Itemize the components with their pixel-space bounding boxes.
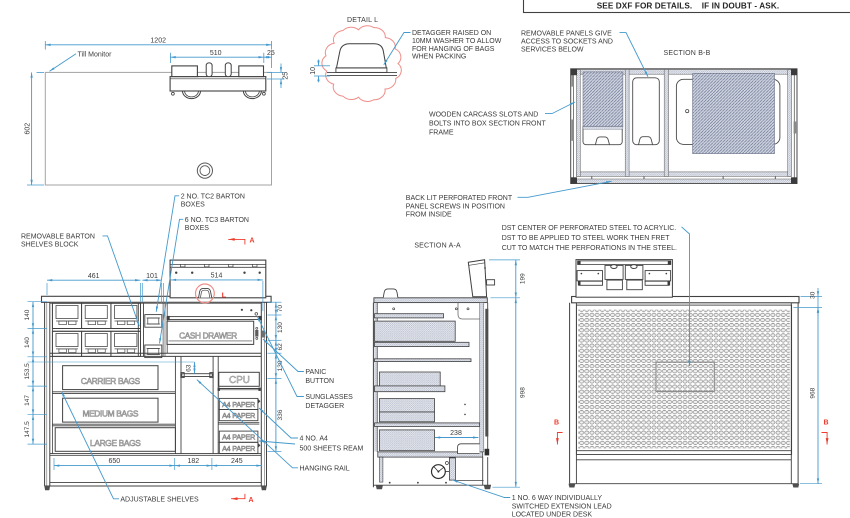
svg-text:245: 245 xyxy=(231,458,243,465)
svg-text:SEE DXF FOR DETAILS. IF IN: SEE DXF FOR DETAILS. IF IN DOUBT - ASK. xyxy=(597,2,780,11)
svg-text:BOXES: BOXES xyxy=(185,225,209,232)
svg-text:SECTION B-B: SECTION B-B xyxy=(664,50,711,57)
svg-text:PANIC: PANIC xyxy=(305,369,326,376)
svg-text:998: 998 xyxy=(520,387,527,398)
svg-text:4 NO. A4: 4 NO. A4 xyxy=(300,436,329,443)
svg-text:153.5: 153.5 xyxy=(24,363,31,380)
svg-text:101: 101 xyxy=(146,273,158,280)
svg-text:1202: 1202 xyxy=(150,38,166,45)
svg-text:510: 510 xyxy=(210,50,222,57)
svg-text:REMOVABLE PANELS GIVE: REMOVABLE PANELS GIVE xyxy=(521,30,612,37)
svg-text:DETAGGER RAISED ON: DETAGGER RAISED ON xyxy=(412,30,491,37)
svg-text:147.5: 147.5 xyxy=(24,421,31,438)
svg-text:SUNGLASSES: SUNGLASSES xyxy=(305,394,353,401)
svg-text:CASH DRAWER: CASH DRAWER xyxy=(179,332,237,341)
svg-text:Till Monitor: Till Monitor xyxy=(78,51,113,58)
svg-text:147: 147 xyxy=(24,395,31,406)
svg-text:DST TO BE APPLIED TO STEEL WOR: DST TO BE APPLIED TO STEEL WORK THEN FRE… xyxy=(502,235,671,242)
svg-text:199: 199 xyxy=(520,273,527,284)
svg-text:BUTTON: BUTTON xyxy=(305,378,334,385)
svg-text:B: B xyxy=(554,420,559,427)
svg-text:500 SHEETS REAM: 500 SHEETS REAM xyxy=(300,446,364,453)
svg-text:130: 130 xyxy=(277,360,284,371)
svg-text:CUT TO MATCH THE PERFORATIONS: CUT TO MATCH THE PERFORATIONS IN THE STE… xyxy=(502,245,677,252)
svg-text:461: 461 xyxy=(88,273,100,280)
svg-text:25: 25 xyxy=(267,50,275,57)
svg-text:10: 10 xyxy=(310,67,317,75)
svg-text:MEDIUM BAGS: MEDIUM BAGS xyxy=(82,409,138,419)
svg-text:968: 968 xyxy=(810,387,817,398)
svg-text:A: A xyxy=(249,497,254,504)
svg-text:130: 130 xyxy=(277,322,284,333)
svg-text:602: 602 xyxy=(24,123,31,135)
svg-text:514: 514 xyxy=(211,273,223,280)
svg-text:25: 25 xyxy=(283,72,290,80)
svg-text:FROM INSIDE: FROM INSIDE xyxy=(406,212,452,219)
svg-text:140: 140 xyxy=(24,337,31,348)
svg-text:SERVICES BELOW: SERVICES BELOW xyxy=(521,46,584,53)
svg-text:SECTION A-A: SECTION A-A xyxy=(414,243,461,250)
svg-text:A4 PAPER: A4 PAPER xyxy=(222,411,255,420)
svg-text:2 NO. TC2 BARTON: 2 NO. TC2 BARTON xyxy=(181,193,245,200)
svg-text:CPU: CPU xyxy=(229,375,250,386)
svg-text:70: 70 xyxy=(277,305,284,313)
svg-text:FOR HANGING OF BAGS: FOR HANGING OF BAGS xyxy=(412,46,495,53)
svg-text:62: 62 xyxy=(277,343,284,351)
svg-text:ACCESS TO SOCKETS AND: ACCESS TO SOCKETS AND xyxy=(521,38,613,45)
svg-text:A: A xyxy=(250,238,255,245)
svg-text:336: 336 xyxy=(277,409,284,420)
svg-text:238: 238 xyxy=(450,430,462,437)
svg-text:LARGE BAGS: LARGE BAGS xyxy=(90,438,141,448)
svg-text:REMOVABLE BARTON: REMOVABLE BARTON xyxy=(21,234,95,241)
svg-text:WHEN PACKING: WHEN PACKING xyxy=(412,54,466,61)
svg-text:BOXES: BOXES xyxy=(181,201,205,208)
svg-text:FRAME: FRAME xyxy=(429,129,454,136)
svg-text:ADJUSTABLE SHELVES: ADJUSTABLE SHELVES xyxy=(120,496,199,503)
svg-text:A4 PAPER: A4 PAPER xyxy=(222,433,255,442)
svg-text:PANEL SCREWS IN POSITION: PANEL SCREWS IN POSITION xyxy=(406,203,505,210)
svg-text:BOLTS INTO BOX SECTION FRONT: BOLTS INTO BOX SECTION FRONT xyxy=(429,120,547,127)
svg-text:650: 650 xyxy=(108,458,120,465)
svg-text:L: L xyxy=(222,291,227,300)
svg-text:SWITCHED EXTENSION LEAD: SWITCHED EXTENSION LEAD xyxy=(512,503,612,510)
svg-text:WOODEN CARCASS SLOTS AND: WOODEN CARCASS SLOTS AND xyxy=(429,111,538,118)
svg-text:140: 140 xyxy=(24,309,31,320)
svg-text:SHELVES BLOCK: SHELVES BLOCK xyxy=(21,241,79,248)
svg-text:B: B xyxy=(824,420,829,427)
svg-text:1 NO. 6 WAY INDIVIDUALLY: 1 NO. 6 WAY INDIVIDUALLY xyxy=(512,495,603,502)
svg-text:DST CENTER OF PERFORATED STEEL: DST CENTER OF PERFORATED STEEL TO ACRYLI… xyxy=(502,225,677,232)
svg-text:A4 PAPER: A4 PAPER xyxy=(222,444,255,453)
svg-text:30: 30 xyxy=(810,291,817,299)
svg-text:63: 63 xyxy=(186,364,193,372)
svg-text:HANGING RAIL: HANGING RAIL xyxy=(300,465,350,472)
svg-text:10MM WASHER TO ALLOW: 10MM WASHER TO ALLOW xyxy=(412,38,502,45)
svg-text:182: 182 xyxy=(187,458,199,465)
svg-text:DETAGGER: DETAGGER xyxy=(305,403,344,410)
svg-text:CARRIER BAGS: CARRIER BAGS xyxy=(81,376,141,386)
svg-text:6 NO. TC3 BARTON: 6 NO. TC3 BARTON xyxy=(185,217,249,224)
svg-text:DETAIL L: DETAIL L xyxy=(347,17,378,24)
svg-text:BACK LIT PERFORATED FRONT: BACK LIT PERFORATED FRONT xyxy=(406,195,513,202)
svg-text:LOCATED UNDER DESK: LOCATED UNDER DESK xyxy=(512,512,593,518)
svg-text:A4 PAPER: A4 PAPER xyxy=(222,400,255,409)
